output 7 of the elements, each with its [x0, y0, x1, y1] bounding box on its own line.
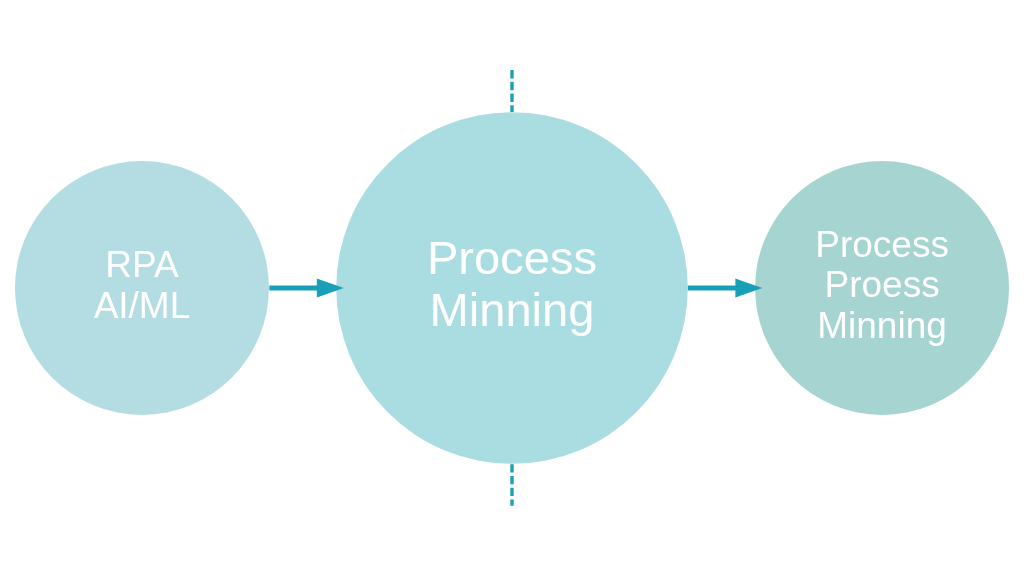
node-circle: RPA AI/ML [14, 161, 269, 415]
arrow [687, 278, 763, 298]
connector [510, 464, 514, 506]
node-circle: Process Minning [336, 112, 688, 464]
arrow [269, 278, 344, 298]
connector [510, 70, 514, 113]
node-circle: Process Proess Minning [755, 161, 1010, 415]
